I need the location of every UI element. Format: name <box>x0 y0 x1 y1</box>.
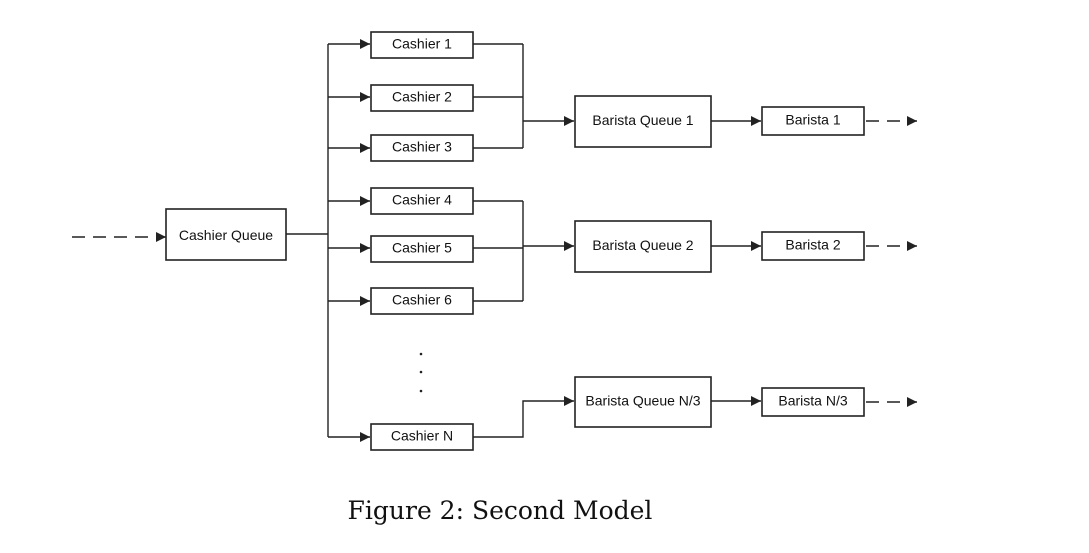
barista-node-2: Barista 2 <box>761 231 865 261</box>
cashier-label: Cashier 2 <box>392 89 452 105</box>
barista-queue-node-1: Barista Queue 1 <box>574 95 712 148</box>
outgoing-dashed-arrows <box>866 116 917 407</box>
barista-label: Barista N/3 <box>778 393 847 409</box>
barista-queue-label: Barista Queue N/3 <box>585 393 700 409</box>
barista-node-n3: Barista N/3 <box>761 387 865 417</box>
merge-connectors-group-1 <box>473 43 574 149</box>
merge-connectors-group-2 <box>473 200 574 302</box>
cashier-node-5: Cashier 5 <box>370 235 474 263</box>
barista-queue-label: Barista Queue 2 <box>592 237 693 253</box>
ellipsis-dots <box>419 352 423 393</box>
barista-connectors <box>711 116 761 406</box>
cashier-label: Cashier 4 <box>392 192 452 208</box>
cashier-queue-label: Cashier Queue <box>179 227 273 243</box>
cashier-queue-box <box>165 208 287 261</box>
cashier-label: Cashier N <box>391 428 453 444</box>
cashier-node-1: Cashier 1 <box>370 31 474 59</box>
cashier-node-n: Cashier N <box>370 423 474 451</box>
cashier-node-2: Cashier 2 <box>370 84 474 112</box>
barista-label: Barista 2 <box>785 237 840 253</box>
cashier-label: Cashier 6 <box>392 292 452 308</box>
barista-node-1: Barista 1 <box>761 106 865 136</box>
barista-queue-node-2: Barista Queue 2 <box>574 220 712 273</box>
figure-caption: Figure 2: Second Model <box>347 496 653 525</box>
cashier-fanout-connectors <box>286 39 370 442</box>
cashier-label: Cashier 1 <box>392 36 452 52</box>
cashier-queue-node: Cashier Queue <box>165 208 287 261</box>
cashier-label: Cashier 5 <box>392 240 452 256</box>
cashier-node-6: Cashier 6 <box>370 287 474 315</box>
cashier-label: Cashier 3 <box>392 139 452 155</box>
cashier-node-3: Cashier 3 <box>370 134 474 162</box>
merge-connector-n <box>473 396 574 438</box>
cashier-node-4: Cashier 4 <box>370 187 474 215</box>
barista-label: Barista 1 <box>785 112 840 128</box>
barista-queue-label: Barista Queue 1 <box>592 112 693 128</box>
barista-queue-node-n3: Barista Queue N/3 <box>574 376 712 428</box>
